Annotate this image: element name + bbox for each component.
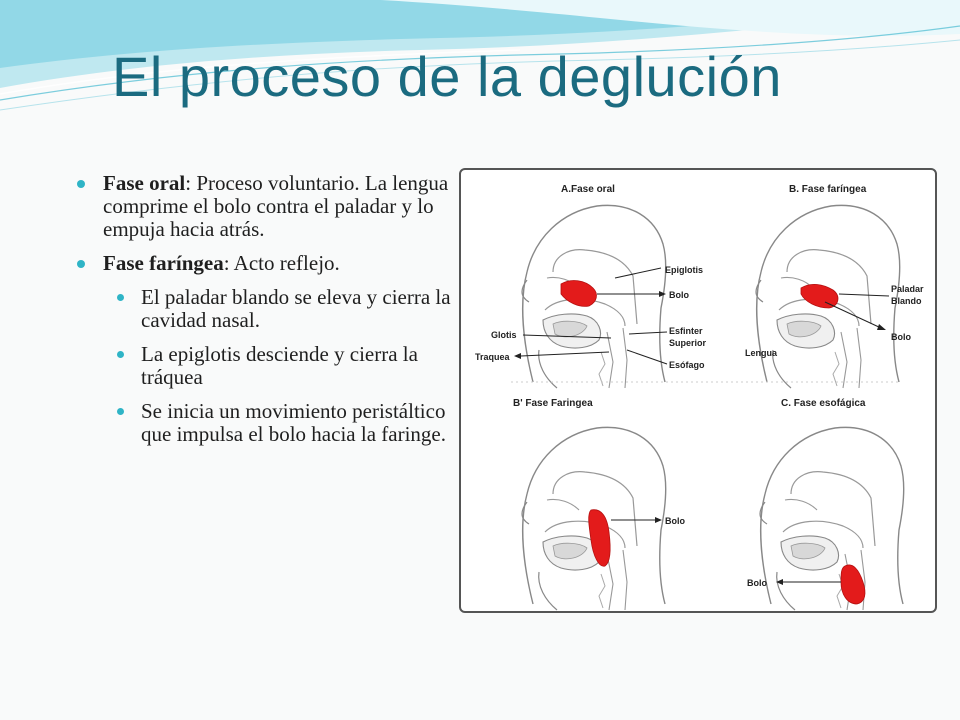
sub-bullet-epiglotis: La epiglotis desciende y cierra la tráqu… (116, 343, 461, 389)
label-esfinter: Esfinter (669, 326, 703, 336)
panel-a-title: A.Fase oral (561, 184, 615, 195)
bolus-b2 (588, 509, 611, 567)
label-bolo-c: Bolo (747, 578, 767, 588)
bolus-c (840, 564, 866, 605)
label-bolo-b: Bolo (891, 332, 911, 342)
label-superior: Superior (669, 338, 707, 348)
label-bolo-a: Bolo (669, 290, 689, 300)
sub-bullet-peristaltico: Se inicia un movimiento peristáltico que… (116, 400, 461, 446)
label-bolo-b2: Bolo (665, 516, 685, 526)
bullet-fase-oral: Fase oral: Proceso voluntario. La lengua… (76, 172, 461, 241)
header-wave-decoration (0, 0, 960, 111)
label-blando: Blando (891, 296, 922, 306)
label-epiglotis: Epiglotis (665, 265, 703, 275)
slide-title: El proceso de la deglución (112, 45, 782, 108)
bolus-b (800, 284, 839, 309)
label-paladar: Paladar (891, 284, 924, 294)
bolus-a (560, 280, 597, 307)
label-glotis: Glotis (491, 330, 517, 340)
bullet-list: Fase oral: Proceso voluntario. La lengua… (76, 172, 461, 457)
swallowing-diagram: A.Fase oral Epiglotis Bolo Glotis Traque… (459, 168, 937, 613)
bullet-fase-faringea: Fase faríngea: Acto reflejo. (76, 252, 461, 275)
panel-c-title: C. Fase esofágica (781, 398, 866, 409)
panel-b-title: B. Fase faríngea (789, 184, 867, 195)
label-esofago: Esófago (669, 360, 705, 370)
sub-bullet-paladar: El paladar blando se eleva y cierra la c… (116, 286, 461, 332)
label-lengua: Lengua (745, 348, 778, 358)
label-traquea: Traquea (475, 352, 511, 362)
panel-b2-title: B' Fase Faringea (513, 398, 593, 409)
